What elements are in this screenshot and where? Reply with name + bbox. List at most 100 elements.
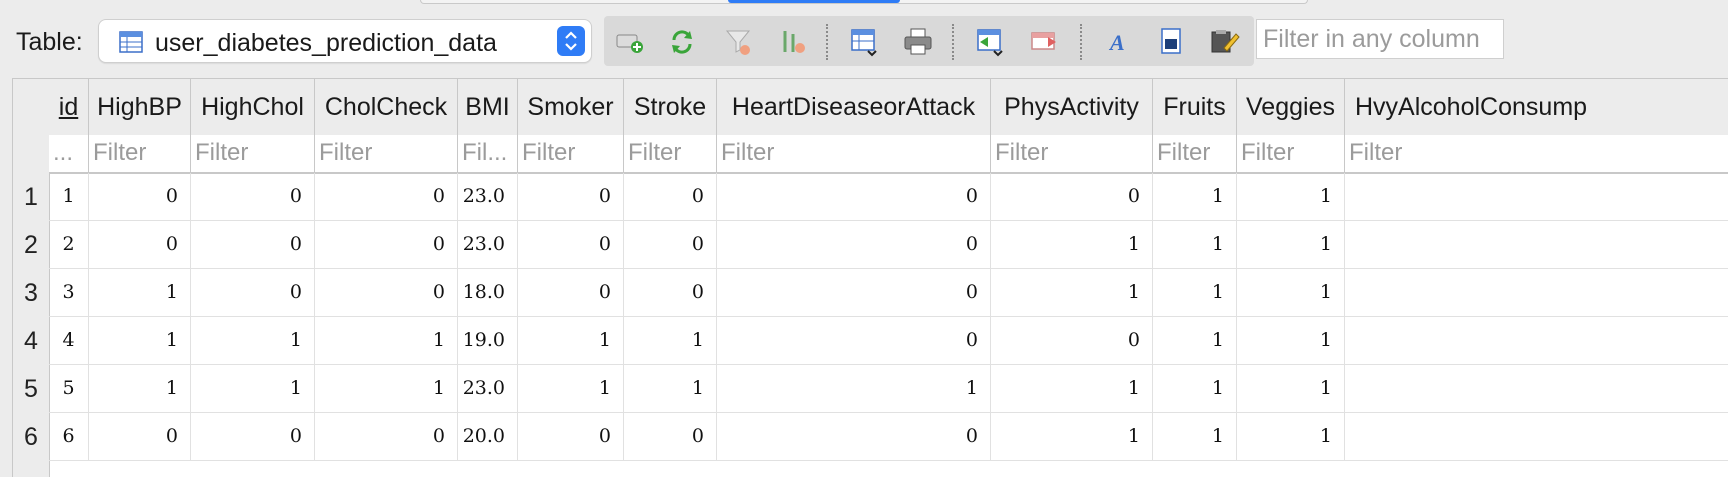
column-filter-input[interactable]: Filter [1237,135,1345,173]
column-header[interactable]: CholCheck [315,79,458,135]
table-cell[interactable]: 1 [1237,365,1345,413]
table-cell[interactable]: 1 [1153,221,1237,269]
row-number[interactable]: 2 [24,231,38,259]
row-number[interactable]: 3 [24,279,38,307]
table-cell[interactable]: 1 [191,365,315,413]
table-cell[interactable]: 1 [1237,269,1345,317]
table-cell[interactable]: 1 [1237,173,1345,221]
filter-any-column-input[interactable] [1256,19,1504,59]
table-cell[interactable]: 1 [624,365,717,413]
table-cell[interactable]: 0 [991,317,1153,365]
table-cell[interactable]: 0 [991,173,1153,221]
column-header[interactable]: Fruits [1153,79,1237,135]
column-header[interactable]: HighChol [191,79,315,135]
column-filter-input[interactable]: Filter [518,135,624,173]
table-cell[interactable] [1345,365,1728,413]
table-cell[interactable]: 0 [717,221,991,269]
row-number[interactable]: 5 [24,375,38,403]
table-cell[interactable]: 23.0 [458,365,518,413]
table-cell[interactable]: 0 [315,413,458,461]
table-cell[interactable]: 1 [89,269,191,317]
table-cell[interactable]: 18.0 [458,269,518,317]
column-filter-input[interactable]: ... [49,135,89,173]
delete-record-icon[interactable] [1028,26,1060,58]
column-header[interactable]: Stroke [624,79,717,135]
table-cell[interactable]: 1 [315,317,458,365]
table-cell[interactable]: 1 [1237,317,1345,365]
column-filter-input[interactable]: Filter [191,135,315,173]
table-cell[interactable]: 4 [49,317,89,365]
table-cell[interactable]: 0 [717,413,991,461]
table-cell[interactable]: 1 [1153,365,1237,413]
table-cell[interactable]: 1 [624,317,717,365]
save-table-icon[interactable] [848,26,880,58]
table-cell[interactable]: 1 [991,221,1153,269]
table-cell[interactable]: 0 [624,221,717,269]
table-cell[interactable]: 0 [315,221,458,269]
table-cell[interactable]: 0 [191,173,315,221]
find-icon[interactable] [1156,26,1188,58]
column-header[interactable]: PhysActivity [991,79,1153,135]
column-filter-input[interactable]: Fil... [458,135,518,173]
table-cell[interactable]: 0 [315,269,458,317]
table-cell[interactable]: 1 [89,317,191,365]
table-cell[interactable]: 3 [49,269,89,317]
column-header[interactable]: Veggies [1237,79,1345,135]
insert-record-icon[interactable] [974,26,1006,58]
table-cell[interactable]: 2 [49,221,89,269]
table-cell[interactable]: 1 [991,269,1153,317]
table-cell[interactable] [1345,269,1728,317]
table-cell[interactable]: 20.0 [458,413,518,461]
column-header[interactable]: HighBP [89,79,191,135]
create-record-icon[interactable] [614,26,646,58]
table-cell[interactable]: 0 [518,221,624,269]
table-select[interactable]: user_diabetes_prediction_data [98,19,592,63]
print-icon[interactable] [902,26,934,58]
table-cell[interactable]: 23.0 [458,173,518,221]
row-number[interactable]: 6 [24,423,38,451]
sort-icon[interactable] [776,26,808,58]
refresh-icon[interactable] [666,26,698,58]
table-cell[interactable]: 0 [624,413,717,461]
edit-display-format-icon[interactable] [1208,26,1240,58]
table-cell[interactable]: 0 [89,173,191,221]
column-filter-input[interactable]: Filter [991,135,1153,173]
table-cell[interactable]: 5 [49,365,89,413]
column-header[interactable]: HeartDiseaseorAttack [717,79,991,135]
column-filter-input[interactable]: Filter [1345,135,1728,173]
column-header[interactable]: Smoker [518,79,624,135]
table-cell[interactable]: 1 [1153,269,1237,317]
table-cell[interactable]: 1 [1237,413,1345,461]
table-cell[interactable]: 0 [191,221,315,269]
table-cell[interactable] [1345,173,1728,221]
table-cell[interactable]: 0 [518,173,624,221]
table-cell[interactable]: 1 [991,365,1153,413]
column-header[interactable]: id [49,79,89,135]
column-filter-input[interactable]: Filter [1153,135,1237,173]
table-cell[interactable]: 1 [49,173,89,221]
table-cell[interactable]: 23.0 [458,221,518,269]
table-cell[interactable]: 0 [191,413,315,461]
table-cell[interactable]: 19.0 [458,317,518,365]
row-number[interactable]: 1 [24,183,38,211]
table-cell[interactable] [1345,221,1728,269]
table-cell[interactable]: 1 [717,365,991,413]
table-cell[interactable]: 1 [1153,173,1237,221]
column-filter-input[interactable]: Filter [315,135,458,173]
table-cell[interactable]: 0 [717,317,991,365]
table-cell[interactable]: 1 [89,365,191,413]
table-cell[interactable] [1345,317,1728,365]
table-cell[interactable]: 0 [717,269,991,317]
table-cell[interactable]: 1 [191,317,315,365]
column-header[interactable]: BMI [458,79,518,135]
table-cell[interactable]: 1 [1153,317,1237,365]
table-cell[interactable]: 0 [717,173,991,221]
column-filter-input[interactable]: Filter [89,135,191,173]
column-filter-input[interactable]: Filter [624,135,717,173]
table-cell[interactable]: 0 [518,269,624,317]
table-cell[interactable]: 6 [49,413,89,461]
table-cell[interactable] [1345,413,1728,461]
table-cell[interactable]: 1 [315,365,458,413]
font-icon[interactable]: A [1102,26,1134,58]
table-cell[interactable]: 1 [991,413,1153,461]
